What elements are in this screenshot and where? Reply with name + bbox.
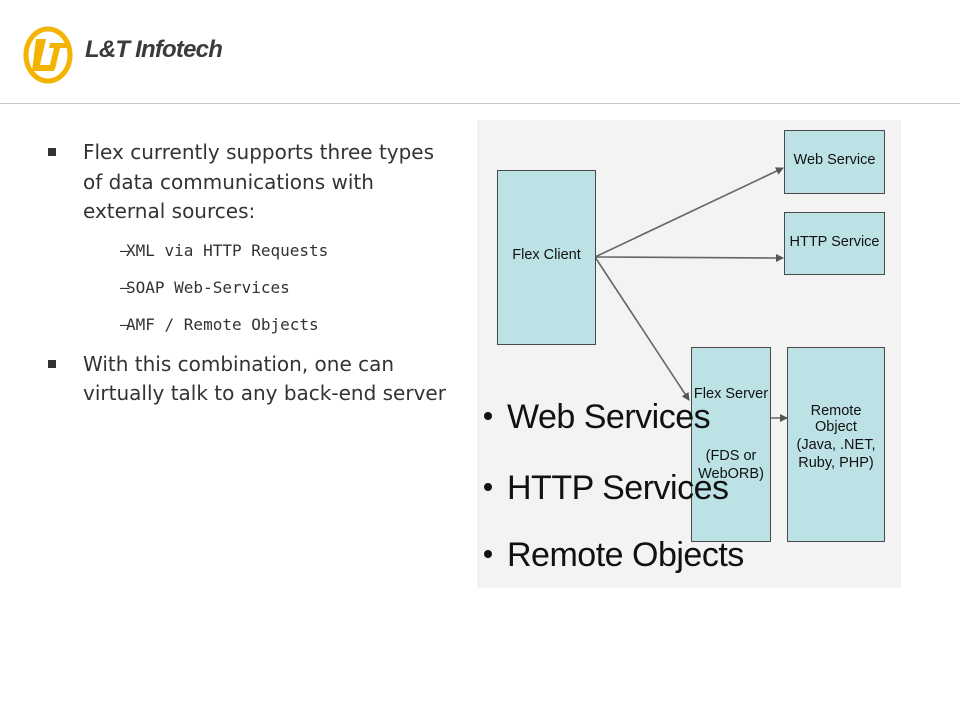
sub-bullet-text: XML via HTTP Requests [126, 240, 329, 260]
flex-server-label: Flex Server [693, 386, 769, 402]
sub-bullet-marker: – [120, 240, 130, 260]
bullet-item: Flex currently supports three types of d… [48, 138, 458, 227]
flex-server-box: Flex Server (FDS or WebORB) [691, 347, 771, 542]
architecture-diagram: Flex Client Web Service HTTP Service Fle… [477, 120, 901, 588]
remote-object-detail: Ruby, PHP) [798, 455, 874, 471]
flex-client-label: Flex Client [512, 247, 581, 263]
sub-bullet-item: – SOAP Web-Services [48, 278, 458, 298]
diagram-list-item: HTTP Services [484, 469, 729, 507]
list-dot [484, 412, 492, 420]
sub-bullet-item: – XML via HTTP Requests [48, 241, 458, 261]
diagram-list-item: Remote Objects [484, 536, 744, 574]
connector-arrows [594, 167, 788, 422]
remote-object-label: Remote Object [810, 403, 862, 435]
remote-object-detail: (Java, .NET, [796, 437, 876, 453]
web-service-label: Web Service [793, 152, 876, 168]
flex-server-detail: WebORB) [698, 466, 764, 482]
sub-bullet-marker: – [120, 314, 130, 334]
bullet-text: Flex currently supports three types of d… [83, 140, 435, 223]
http-service-label: HTTP Service [789, 234, 880, 250]
company-name: L&T Infotech [85, 36, 223, 63]
bullet-text: With this combination, one can virtually… [83, 351, 446, 406]
diagram-list-item: Web Services [484, 398, 711, 436]
sub-bullet-marker: – [120, 277, 130, 297]
flex-server-detail: (FDS or [705, 448, 757, 464]
web-service-box: Web Service [784, 130, 885, 194]
bullet-marker [48, 148, 56, 156]
remote-object-box: Remote Object (Java, .NET, Ruby, PHP) [787, 347, 885, 542]
http-service-box: HTTP Service [784, 212, 885, 275]
sub-bullet-text: SOAP Web-Services [126, 277, 290, 297]
lt-logo-icon [23, 26, 73, 84]
company-logo: L&T Infotech [22, 25, 252, 85]
bullet-list: Flex currently supports three types of d… [48, 138, 458, 419]
sub-bullet-item: – AMF / Remote Objects [48, 315, 458, 335]
sub-bullet-text: AMF / Remote Objects [126, 314, 319, 334]
bullet-marker [48, 359, 56, 368]
list-dot [484, 550, 492, 558]
diagram-list-text: Web Services [507, 398, 711, 436]
diagram-list-text: HTTP Services [507, 469, 729, 507]
list-dot [484, 483, 492, 491]
bullet-item: With this combination, one can virtually… [48, 350, 458, 409]
header-divider [0, 103, 960, 104]
flex-client-box: Flex Client [497, 170, 596, 345]
diagram-list-text: Remote Objects [507, 536, 744, 574]
